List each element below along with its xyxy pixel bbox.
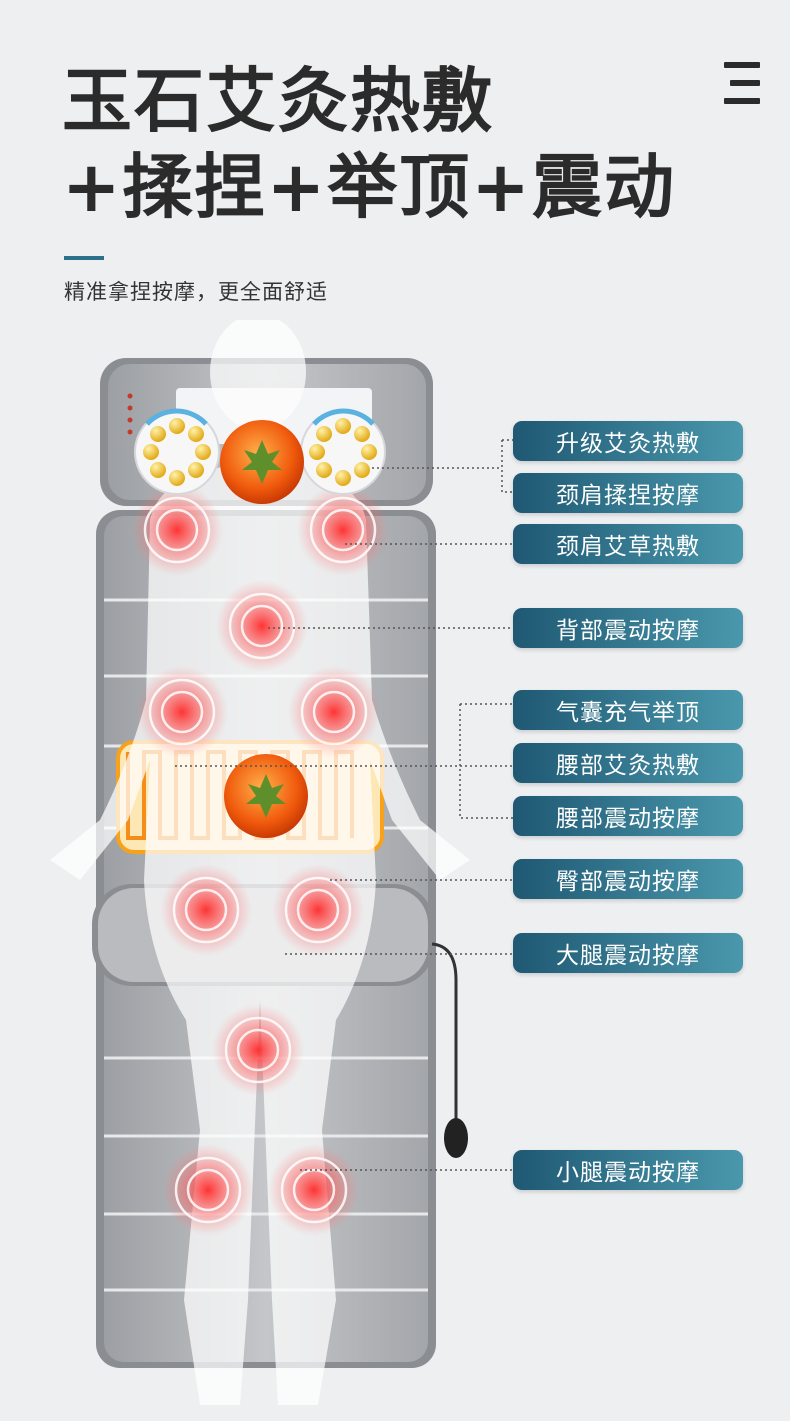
section-number-icon xyxy=(724,62,760,104)
moxa-heat-waist xyxy=(224,754,308,838)
jade-kneading-right xyxy=(300,408,386,495)
moxa-heat-neck xyxy=(220,420,304,504)
feature-label-moxa-upgrade: 升级艾灸热敷 xyxy=(513,421,743,461)
feature-label-airbag-lift: 气囊充气举顶 xyxy=(513,690,743,730)
feature-label-neck-herbal-heat: 颈肩艾草热敷 xyxy=(513,524,743,564)
air-pump xyxy=(444,1118,468,1158)
feature-label-waist-moxa: 腰部艾灸热敷 xyxy=(513,743,743,783)
feature-label-thigh-vibration: 大腿震动按摩 xyxy=(513,933,743,973)
feature-label-waist-vibration: 腰部震动按摩 xyxy=(513,796,743,836)
feature-label-calf-vibration: 小腿震动按摩 xyxy=(513,1150,743,1190)
feature-label-neck-kneading: 颈肩揉捏按摩 xyxy=(513,473,743,513)
leader-lines xyxy=(175,439,513,1171)
accent-divider xyxy=(64,256,104,260)
feature-label-hip-vibration: 臀部震动按摩 xyxy=(513,859,743,899)
subtitle: 精准拿捏按摩，更全面舒适 xyxy=(64,280,328,304)
title-line-2: +揉捏+举顶+震动 xyxy=(62,146,676,228)
massage-mat-illustration xyxy=(50,320,513,1405)
jade-kneading-left xyxy=(134,408,220,495)
feature-label-back-vibration: 背部震动按摩 xyxy=(513,608,743,648)
title-line-1: 玉石艾灸热敷 xyxy=(62,60,494,142)
